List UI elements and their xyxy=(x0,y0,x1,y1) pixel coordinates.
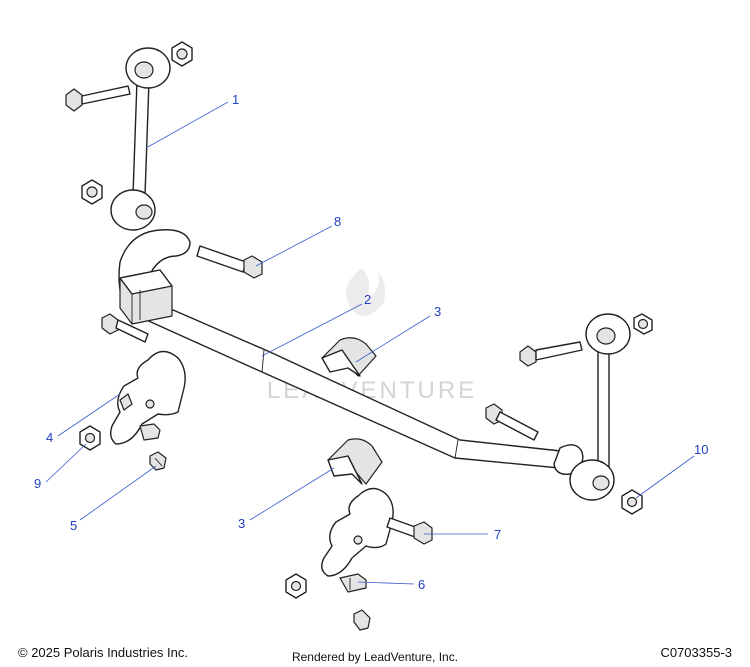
rendered-by-text: Rendered by LeadVenture, Inc. xyxy=(291,650,459,664)
leader-10 xyxy=(635,455,695,499)
link-bolt-upper-left xyxy=(65,85,131,112)
mounting-bracket-4 xyxy=(109,350,186,445)
leader-5 xyxy=(79,465,157,521)
stabilizer-link-right xyxy=(569,313,631,501)
callout-8: 8 xyxy=(334,214,341,229)
leader-1 xyxy=(145,101,229,149)
drawing-id: C0703355-3 xyxy=(660,645,732,660)
callout-6: 6 xyxy=(418,577,425,592)
leader-8 xyxy=(255,225,333,267)
grease-fitting-5 xyxy=(149,451,167,471)
nut-lower-bracket xyxy=(285,573,307,599)
callout-labels: 1 8 2 3 4 9 5 3 7 6 10 xyxy=(34,92,708,592)
link-nut-upper-left xyxy=(171,41,193,67)
nut-10 xyxy=(621,489,643,515)
bar-bolt-8 xyxy=(196,245,263,279)
link-nut-lower-left xyxy=(81,179,103,205)
grease-fitting-lower xyxy=(353,609,371,631)
copyright-text: © 2025 Polaris Industries Inc. xyxy=(18,645,188,660)
leader-9 xyxy=(45,443,87,483)
mounting-bracket-lower xyxy=(321,487,394,577)
bushing-lower-3 xyxy=(327,438,383,485)
callout-4: 4 xyxy=(46,430,53,445)
callout-9: 9 xyxy=(34,476,41,491)
callout-1: 1 xyxy=(232,92,239,107)
callout-10: 10 xyxy=(694,442,708,457)
link-bolt-lower-right xyxy=(485,403,539,441)
bolt-7 xyxy=(386,517,433,545)
leader-6 xyxy=(357,581,415,585)
leader-2 xyxy=(261,303,363,357)
grease-fitting-upper xyxy=(139,423,161,441)
bar-bushing-mounted xyxy=(119,269,173,325)
leader-3-upper xyxy=(355,315,431,363)
leader-4 xyxy=(57,393,121,437)
nut-9 xyxy=(79,425,101,451)
callout-7: 7 xyxy=(494,527,501,542)
callout-3-lower: 3 xyxy=(238,516,245,531)
leader-3-lower xyxy=(249,467,335,521)
bolt-small-left xyxy=(101,313,149,343)
bushing-upper-3 xyxy=(321,337,377,377)
callout-2: 2 xyxy=(364,292,371,307)
link-bolt-upper-right xyxy=(519,341,583,367)
fitting-6 xyxy=(339,573,367,593)
stabilizer-link-left xyxy=(110,47,171,231)
leader-lines xyxy=(45,101,695,585)
callout-3-upper: 3 xyxy=(434,304,441,319)
link-nut-upper-right xyxy=(633,313,653,335)
callout-5: 5 xyxy=(70,518,77,533)
